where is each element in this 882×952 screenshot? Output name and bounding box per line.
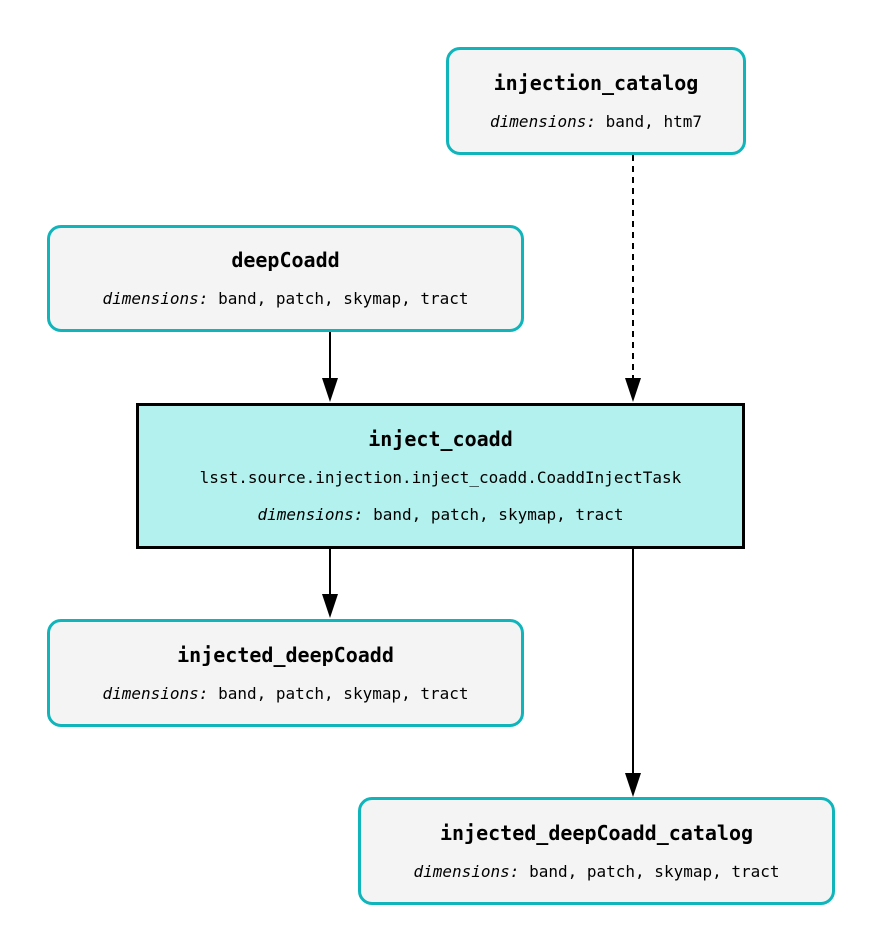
- edge-inject_coadd-to-injected_deepCoadd_catalog: [625, 549, 641, 797]
- node-title: inject_coadd: [368, 427, 513, 451]
- node-dimensions: dimensions: band, patch, skymap, tract: [102, 684, 468, 704]
- node-inject_coadd[interactable]: inject_coadd lsst.source.injection.injec…: [136, 403, 745, 549]
- dimensions-label: dimensions:: [490, 111, 596, 131]
- node-title: deepCoadd: [231, 248, 340, 272]
- node-title: injected_deepCoadd_catalog: [439, 820, 754, 845]
- dimensions-value: band, patch, skymap, tract: [529, 861, 780, 881]
- node-injected_deepCoadd[interactable]: injected_deepCoadd dimensions: band, pat…: [47, 619, 524, 727]
- dimensions-value: band, patch, skymap, tract: [373, 505, 624, 524]
- node-title: injected_deepCoadd: [177, 642, 394, 667]
- node-dimensions: dimensions: band, patch, skymap, tract: [413, 862, 779, 882]
- node-dimensions: dimensions: band, htm7: [490, 112, 702, 132]
- node-title: injection_catalog: [493, 70, 699, 95]
- edge-deepCoadd-to-inject_coadd: [322, 332, 338, 402]
- node-dimensions: dimensions: band, patch, skymap, tract: [102, 289, 468, 309]
- dimensions-label: dimensions:: [102, 683, 209, 703]
- edge-inject_coadd-to-injected_deepCoadd: [322, 549, 338, 618]
- dimensions-value: band, patch, skymap, tract: [218, 289, 469, 308]
- node-dimensions: dimensions: band, patch, skymap, tract: [257, 505, 623, 525]
- dimensions-label: dimensions:: [413, 861, 520, 881]
- dimensions-label: dimensions:: [102, 289, 209, 308]
- edge-injection_catalog-to-inject_coadd: [625, 155, 641, 402]
- node-deepCoadd[interactable]: deepCoadd dimensions: band, patch, skyma…: [47, 225, 524, 332]
- dimensions-label: dimensions:: [257, 505, 364, 524]
- node-injected_deepCoadd_catalog[interactable]: injected_deepCoadd_catalog dimensions: b…: [358, 797, 835, 905]
- node-injection_catalog[interactable]: injection_catalog dimensions: band, htm7: [446, 47, 746, 155]
- node-task-class: lsst.source.injection.inject_coadd.Coadd…: [199, 468, 682, 487]
- dimensions-value: band, htm7: [605, 111, 702, 131]
- dimensions-value: band, patch, skymap, tract: [218, 683, 469, 703]
